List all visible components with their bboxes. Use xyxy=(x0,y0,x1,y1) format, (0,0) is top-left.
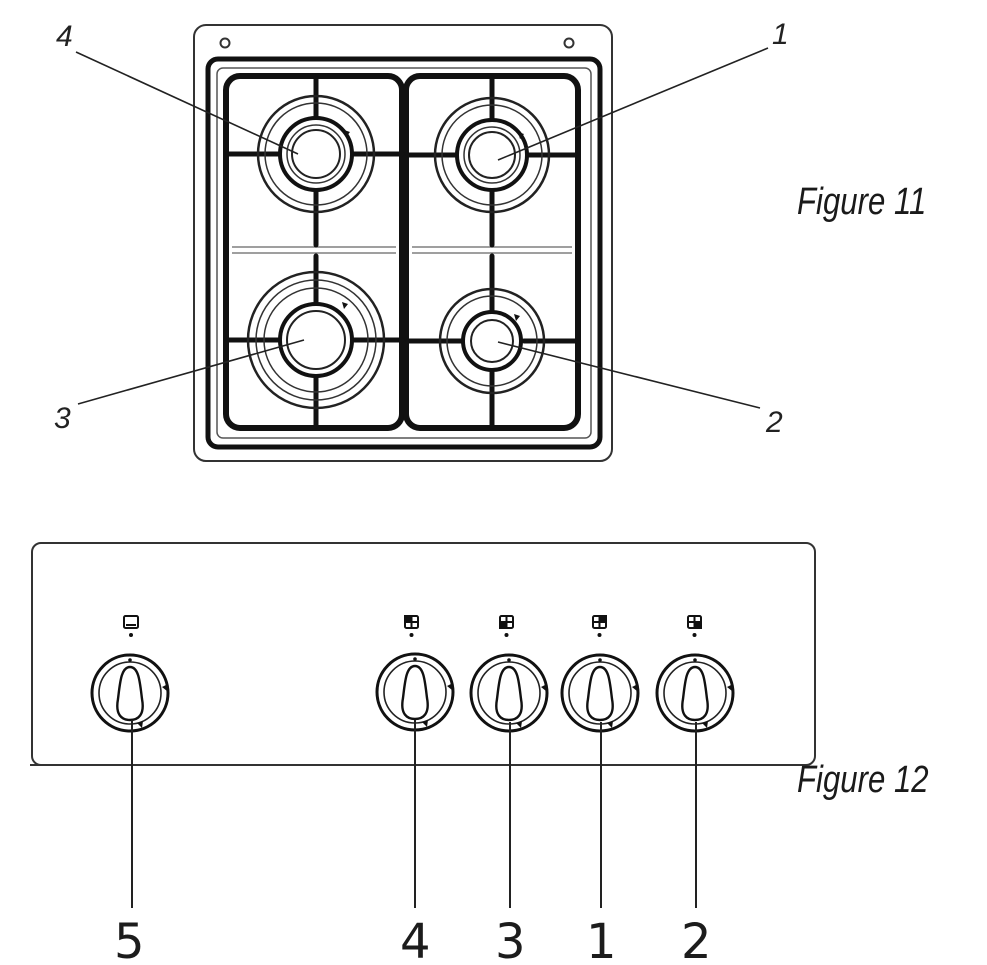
burner-position-icon-2 xyxy=(687,615,702,637)
callout-leaders xyxy=(75,47,769,409)
knob-label-1: 1 xyxy=(586,914,617,965)
burner-position-icon-1 xyxy=(592,615,607,637)
knob-burner-3[interactable] xyxy=(469,653,549,733)
knob-burner-4[interactable] xyxy=(375,652,455,732)
knob-label-3: 3 xyxy=(495,914,526,965)
burner-position-icon-4 xyxy=(404,615,419,637)
callout-3: 3 xyxy=(54,402,71,435)
hob-tray-inner xyxy=(216,67,592,439)
knobs xyxy=(90,652,735,733)
screw-hole-left xyxy=(219,37,231,49)
burner-position-icon-3 xyxy=(499,615,514,637)
knob-burner-2[interactable] xyxy=(655,653,735,733)
callout-4: 4 xyxy=(56,20,73,53)
control-panel: 5 4 3 1 2 xyxy=(30,542,816,965)
knob-label-4: 4 xyxy=(400,914,431,965)
burner-1 xyxy=(433,96,551,214)
knob-burner-1[interactable] xyxy=(560,653,640,733)
screw-hole-right xyxy=(563,37,575,49)
figure-12-caption: Figure 12 xyxy=(797,759,929,801)
knob-label-2: 2 xyxy=(681,914,712,965)
burner-2 xyxy=(438,287,546,395)
grate-left xyxy=(223,73,405,431)
burner-3 xyxy=(246,270,386,410)
callout-2: 2 xyxy=(765,406,783,439)
knob-leaders xyxy=(131,720,697,908)
hob-top-view: 4 1 3 2 xyxy=(54,18,789,462)
knob-oven[interactable] xyxy=(90,653,170,733)
burner-4 xyxy=(256,94,376,214)
knob-label-5: 5 xyxy=(114,914,145,965)
callout-1: 1 xyxy=(772,18,789,51)
figure-11-caption: Figure 11 xyxy=(797,181,926,223)
oven-icon xyxy=(123,615,139,637)
